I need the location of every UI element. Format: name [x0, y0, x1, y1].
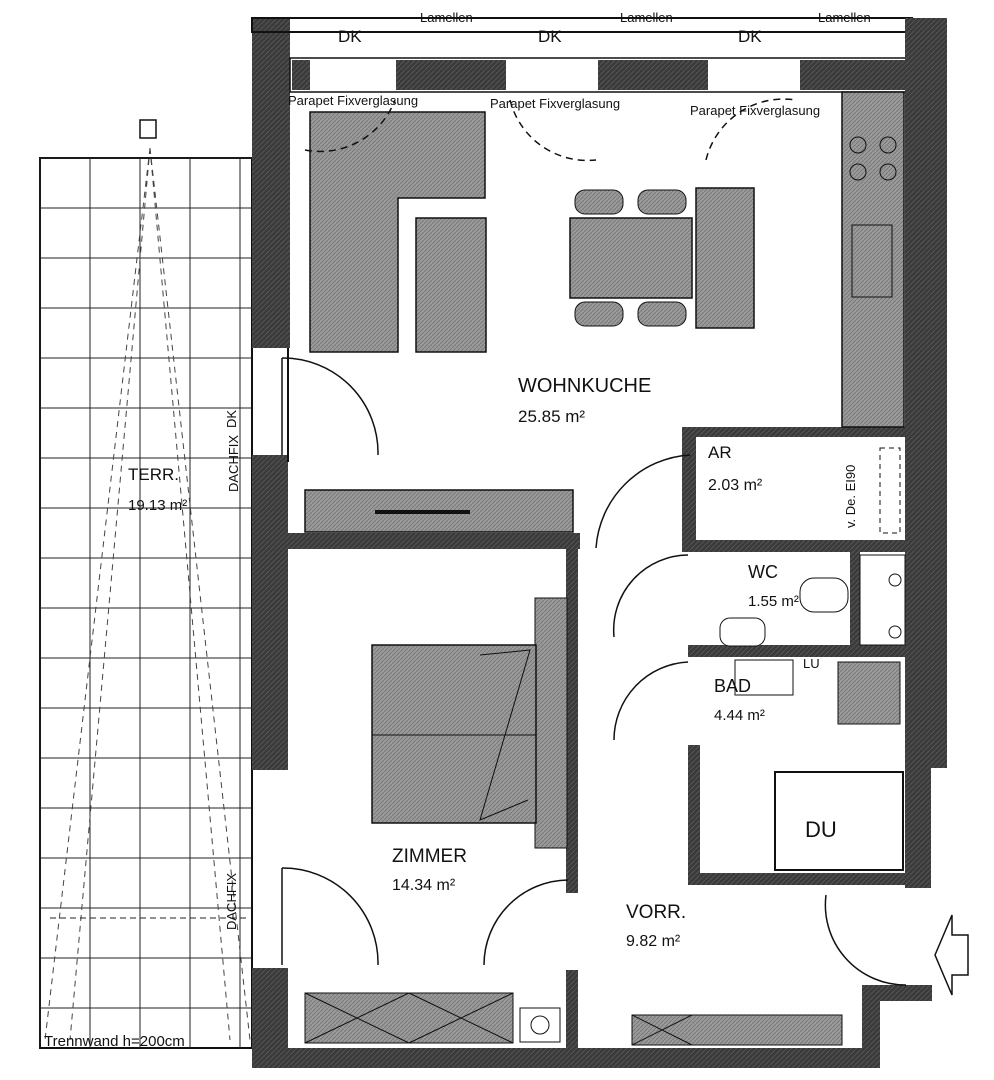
window-label-parapet-1: Parapet Fixverglasung: [288, 93, 418, 108]
door-note: v. De. EI90: [843, 465, 858, 528]
room-furniture: [304, 597, 843, 1046]
room-area-ar: 2.03 m²: [708, 477, 763, 494]
room-name-vorr: VORR.: [626, 902, 686, 923]
room-name-wc: WC: [748, 562, 778, 582]
entrance-arrow-icon: [934, 914, 969, 996]
labels: DK DK DK Lamellen Lamellen Lamellen Para…: [44, 10, 871, 1050]
window-label-dk-1: DK: [338, 27, 362, 46]
window-label-lamellen-2: Lamellen: [620, 10, 673, 25]
window-label-lamellen-1: Lamellen: [420, 10, 473, 25]
window-label-parapet-3: Parapet Fixverglasung: [690, 103, 820, 118]
room-name-bad: BAD: [714, 676, 751, 696]
room-area-terr: 19.13 m²: [128, 497, 187, 514]
window-label-dachfix-2: DACHFIX: [224, 873, 239, 930]
room-name-du: DU: [805, 817, 837, 842]
doors: [281, 98, 907, 986]
window-label-dk-2: DK: [538, 27, 562, 46]
wet-room-fixtures: [719, 447, 906, 871]
window-label-dk-side: DK: [224, 410, 239, 428]
room-area-wohnkuche: 25.85 m²: [518, 407, 585, 426]
room-name-ar: AR: [708, 443, 732, 462]
room-area-vorr: 9.82 m²: [626, 933, 681, 950]
room-name-zimmer: ZIMMER: [392, 846, 467, 867]
terrace: [39, 119, 253, 1049]
window-label-lamellen-3: Lamellen: [818, 10, 871, 25]
window-label-dachfix-1: DACHFIX: [226, 435, 241, 492]
room-area-wc: 1.55 m²: [748, 593, 799, 610]
trennwand-note: Trennwand h=200cm: [44, 1033, 185, 1050]
room-name-terr: TERR.: [128, 465, 179, 484]
room-area-bad: 4.44 m²: [714, 707, 765, 724]
walls: [251, 17, 947, 1068]
window-label-dk-3: DK: [738, 27, 762, 46]
room-area-zimmer: 14.34 m²: [392, 877, 456, 894]
window-label-parapet-2: Parapet Fixverglasung: [490, 96, 620, 111]
lu-label: LU: [803, 656, 820, 671]
living-kitchen-furniture: [304, 91, 905, 533]
room-name-wohnkuche: WOHNKUCHE: [518, 375, 651, 397]
